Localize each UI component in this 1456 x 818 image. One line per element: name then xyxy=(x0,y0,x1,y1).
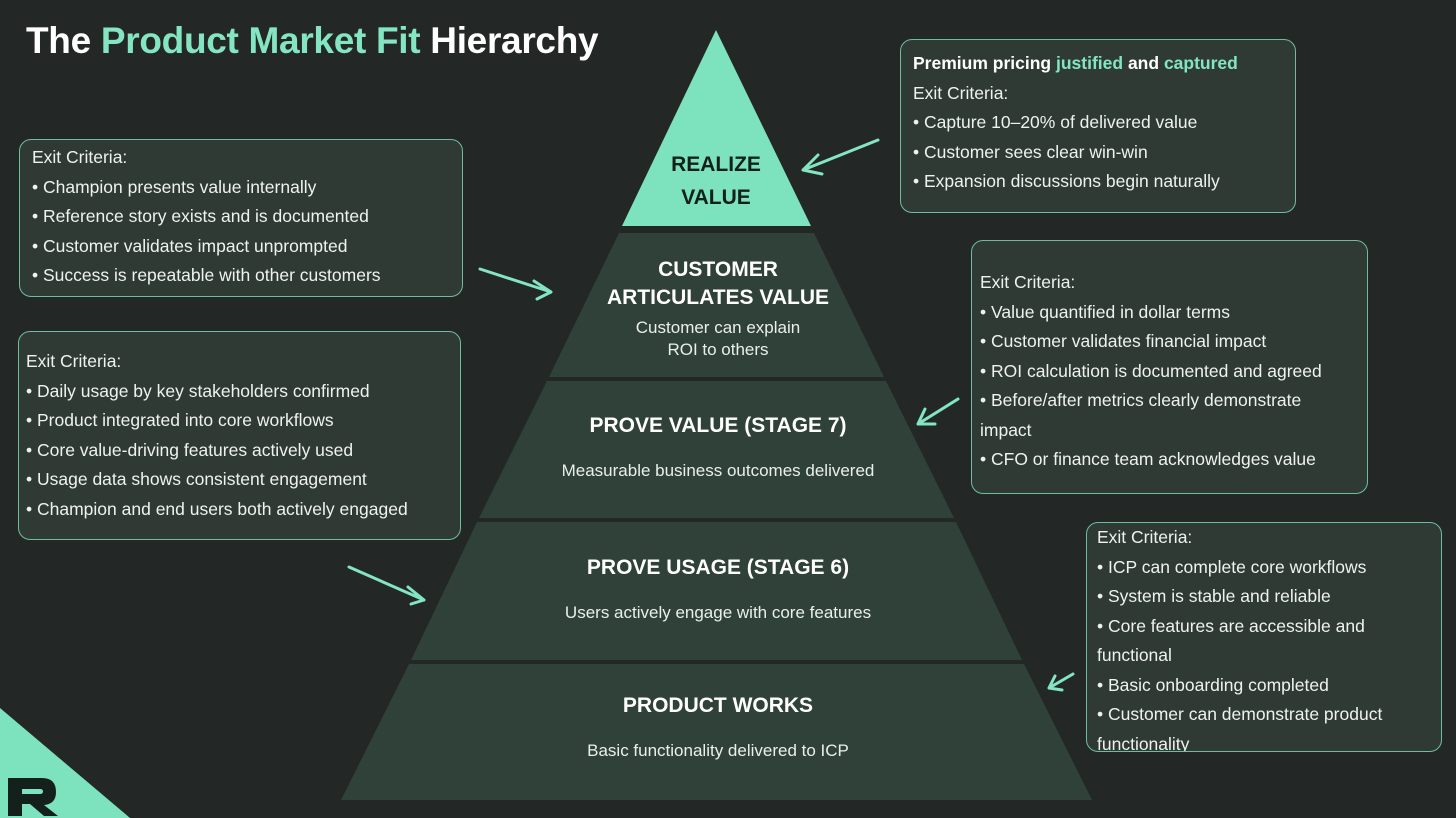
tier-customer-articulates-value: CUSTOMER ARTICULATES VALUE Customer can … xyxy=(568,256,868,361)
exit-criteria-list: Value quantified in dollar terms Custome… xyxy=(980,298,1357,475)
exit-criteria-box-prove-value: Exit Criteria: Value quantified in dolla… xyxy=(971,240,1368,494)
arrow-to-prove-usage xyxy=(347,565,426,606)
tier-shape-customer-articulates-value xyxy=(549,233,884,377)
tier-prove-usage: PROVE USAGE (STAGE 6) Users actively eng… xyxy=(498,554,938,624)
exit-criteria-label: Exit Criteria: xyxy=(32,147,128,167)
exit-criteria-label: Exit Criteria: xyxy=(913,82,1009,103)
exit-criteria-item: Usage data shows consistent engagement xyxy=(26,465,450,495)
exit-criteria-label: Exit Criteria: xyxy=(26,351,122,371)
exit-criteria-item: ROI calculation is documented and agreed xyxy=(980,357,1357,387)
tier-customer-articulates-value-title: CUSTOMER ARTICULATES VALUE xyxy=(606,258,830,309)
tier-shape-prove-usage xyxy=(411,522,1022,660)
exit-criteria-box-prove-usage: Exit Criteria: Daily usage by key stakeh… xyxy=(18,331,461,540)
tier-prove-value-description: Measurable business outcomes delivered xyxy=(561,461,875,480)
exit-criteria-item: CFO or finance team acknowledges value xyxy=(980,445,1357,475)
exit-criteria-item: Daily usage by key stakeholders confirme… xyxy=(26,377,450,407)
exit-criteria-box-customer-articulates-value: Exit Criteria: Champion presents value i… xyxy=(19,139,463,297)
box-realize-value-heading: Premium pricing justified and captured xyxy=(913,53,1238,73)
exit-criteria-list: Champion presents value internally Refer… xyxy=(32,173,452,291)
exit-criteria-item: Success is repeatable with other custome… xyxy=(32,261,452,291)
exit-criteria-item: Expansion discussions begin naturally xyxy=(913,167,1285,197)
arrow-to-prove-value xyxy=(916,397,960,426)
exit-criteria-item: System is stable and reliable xyxy=(1097,582,1431,612)
exit-criteria-item: Basic onboarding completed xyxy=(1097,671,1431,701)
tier-shape-product-works xyxy=(341,664,1092,800)
exit-criteria-item: Core value-driving features actively use… xyxy=(26,436,450,466)
tier-realize-value: REALIZE VALUE xyxy=(621,148,811,214)
title-suffix: Hierarchy xyxy=(430,20,599,61)
tier-prove-value-title: PROVE VALUE (STAGE 7) xyxy=(589,414,847,437)
tier-prove-usage-description: Users actively engage with core features xyxy=(564,603,872,622)
exit-criteria-box-product-works: Exit Criteria: ICP can complete core wor… xyxy=(1086,522,1442,752)
exit-criteria-item: Champion presents value internally xyxy=(32,173,452,203)
arrow-to-customer-articulates-value xyxy=(478,267,553,301)
exit-criteria-item: Before/after metrics clearly demonstrate… xyxy=(980,386,1357,445)
exit-criteria-item: Value quantified in dollar terms xyxy=(980,298,1357,328)
tier-product-works-title: PRODUCT WORKS xyxy=(622,694,814,717)
title-prefix: The xyxy=(26,20,91,61)
exit-criteria-item: ICP can complete core workflows xyxy=(1097,553,1431,583)
exit-criteria-list: Daily usage by key stakeholders confirme… xyxy=(26,377,450,525)
exit-criteria-box-realize-value: Premium pricing justified and captured E… xyxy=(900,39,1296,213)
exit-criteria-item: Customer sees clear win-win xyxy=(913,138,1285,168)
exit-criteria-item: Champion and end users both actively eng… xyxy=(26,495,450,525)
exit-criteria-label: Exit Criteria: xyxy=(980,272,1076,292)
title-highlight: Product Market Fit xyxy=(100,20,421,61)
tier-product-works-description: Basic functionality delivered to ICP xyxy=(587,741,849,760)
tier-customer-articulates-value-description: Customer can explain ROI to others xyxy=(635,318,801,359)
tier-realize-value-title: REALIZE VALUE xyxy=(671,153,761,209)
tier-product-works: PRODUCT WORKS Basic functionality delive… xyxy=(498,692,938,762)
exit-criteria-item: Core features are accessible and functio… xyxy=(1097,612,1431,671)
exit-criteria-list: ICP can complete core workflows System i… xyxy=(1097,553,1431,752)
exit-criteria-item: Customer validates impact unprompted xyxy=(32,232,452,262)
tier-prove-usage-title: PROVE USAGE (STAGE 6) xyxy=(586,556,850,579)
exit-criteria-item: Capture 10–20% of delivered value xyxy=(913,108,1285,138)
exit-criteria-item: Product integrated into core workflows xyxy=(26,406,450,436)
tier-prove-value: PROVE VALUE (STAGE 7) Measurable busines… xyxy=(498,412,938,482)
page-title: The Product Market Fit Hierarchy xyxy=(26,20,599,62)
exit-criteria-item: Customer validates financial impact xyxy=(980,327,1357,357)
arrow-to-realize-value xyxy=(801,138,880,176)
exit-criteria-label: Exit Criteria: xyxy=(1097,527,1193,547)
brand-logo-icon xyxy=(0,708,130,818)
arrow-to-product-works xyxy=(1047,672,1075,692)
exit-criteria-list: Capture 10–20% of delivered value Custom… xyxy=(913,108,1285,197)
tier-shape-realize-value xyxy=(622,30,811,226)
exit-criteria-item: Reference story exists and is documented xyxy=(32,202,452,232)
exit-criteria-item: Customer can demonstrate product functio… xyxy=(1097,700,1431,751)
tier-shape-prove-value xyxy=(479,381,954,518)
